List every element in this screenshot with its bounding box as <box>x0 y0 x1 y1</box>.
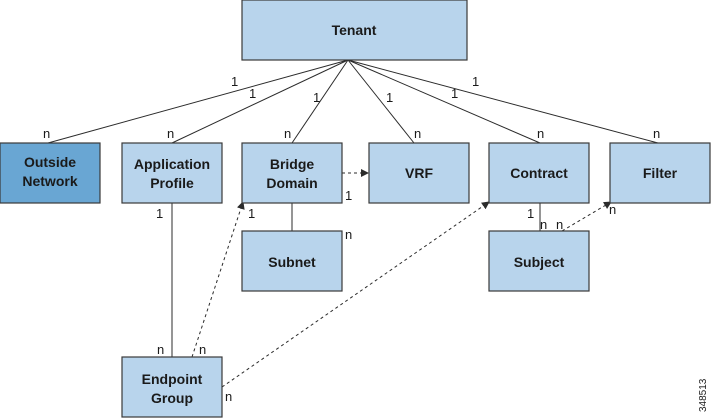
card-vrf-n: n <box>414 126 421 141</box>
card-filter-subject-n: n <box>609 202 616 217</box>
outside-network-label-line2: Network <box>22 173 77 189</box>
vrf-box: VRF <box>368 142 470 204</box>
contract-label: Contract <box>510 165 568 181</box>
contract-box: Contract <box>488 142 590 204</box>
application-profile-box: Application Profile <box>121 142 223 204</box>
tenant-bridge-domain-line <box>291 59 349 144</box>
card-epg-bd-n: n <box>199 342 206 357</box>
bridge-domain-label-line1: Bridge <box>270 156 315 172</box>
card-bd-vrf-1: 1 <box>345 188 352 203</box>
tenant-connectors <box>47 59 659 144</box>
card-tenant-bd-1: 1 <box>313 90 320 105</box>
card-tenant-vrf-1: 1 <box>386 90 393 105</box>
endpoint-group-contract-arrow <box>221 201 490 388</box>
subject-label: Subject <box>514 254 565 270</box>
tenant-application-profile-line <box>171 59 349 144</box>
vrf-label: VRF <box>405 165 433 181</box>
filter-box: Filter <box>609 142 711 204</box>
tenant-filter-line <box>347 59 659 144</box>
card-epg-app-n: n <box>157 342 164 357</box>
card-subject-n: n <box>540 217 547 232</box>
figure-id: 348513 <box>698 378 709 412</box>
tenant-vrf-line <box>347 59 415 144</box>
card-contract-n: n <box>537 126 544 141</box>
filter-label: Filter <box>643 165 678 181</box>
outside-network-box: Outside Network <box>0 142 101 204</box>
application-profile-label-line1: Application <box>134 156 210 172</box>
endpoint-group-label-line1: Endpoint <box>142 371 203 387</box>
outside-network-label-line1: Outside <box>24 154 76 170</box>
card-bd-n: n <box>284 126 291 141</box>
application-profile-label-line2: Profile <box>150 175 194 191</box>
card-subject-filter-n: n <box>556 217 563 232</box>
tenant-label: Tenant <box>332 22 377 38</box>
card-tenant-app-1: 1 <box>249 86 256 101</box>
card-outside-n: n <box>43 126 50 141</box>
subject-filter-arrow <box>561 201 612 232</box>
card-app-epg-1: 1 <box>156 206 163 221</box>
card-bd-subnet-n: n <box>345 227 352 242</box>
endpoint-group-label-line2: Group <box>151 390 193 406</box>
card-app-n: n <box>167 126 174 141</box>
bridge-domain-box: Bridge Domain <box>241 142 343 204</box>
card-tenant-contract-1: 1 <box>451 86 458 101</box>
subject-box: Subject <box>488 230 590 292</box>
subnet-box: Subnet <box>241 230 343 292</box>
bridge-domain-label-line2: Domain <box>266 175 317 191</box>
card-filter-n: n <box>653 126 660 141</box>
tenant-contract-line <box>347 59 541 144</box>
tenant-box: Tenant <box>241 0 468 61</box>
card-epg-contract-n: n <box>225 389 232 404</box>
card-tenant-filter-1: 1 <box>472 74 479 89</box>
card-contract-subject-1: 1 <box>527 206 534 221</box>
card-bd-epg-1: 1 <box>248 206 255 221</box>
cardinality-labels: 1 n 1 n 1 n 1 n 1 n 1 n 1 1 n 1 n n n 1 … <box>43 74 660 404</box>
subnet-label: Subnet <box>268 254 316 270</box>
endpoint-group-box: Endpoint Group <box>121 356 223 418</box>
tenant-outside-network-line <box>47 59 349 144</box>
endpoint-group-bridge-domain-arrow <box>191 201 245 358</box>
card-tenant-outside-1: 1 <box>231 74 238 89</box>
